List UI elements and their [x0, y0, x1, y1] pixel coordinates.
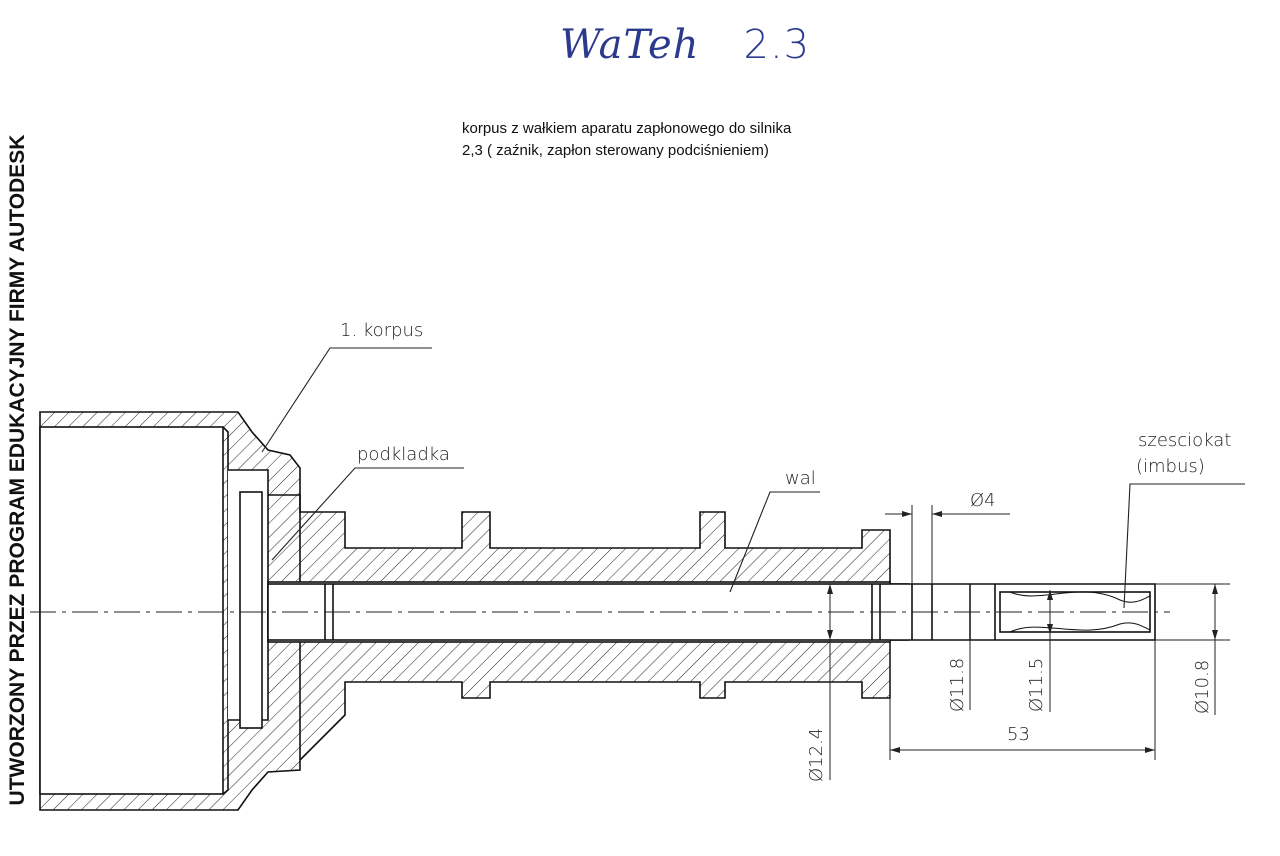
dim-d11-8: Ø11.8 — [947, 658, 968, 712]
description-line-2: 2,3 ( zaźnik, zapłon sterowany podciśnie… — [462, 142, 769, 159]
dim-d11-5: Ø11.5 — [1026, 658, 1047, 712]
housing-cavity — [39, 426, 224, 795]
label-podkladka: podkladka — [357, 444, 450, 465]
handwritten-word: WaTeh — [560, 22, 700, 68]
label-korpus: 1. korpus — [340, 320, 423, 341]
dim-d12-4: Ø12.4 — [806, 728, 827, 782]
washer — [239, 491, 263, 729]
leader-wal — [729, 491, 820, 593]
label-imbus: (imbus) — [1136, 456, 1205, 477]
leader-szesciokat — [1123, 483, 1245, 609]
leader-korpus — [261, 347, 432, 453]
leader-podkladka — [271, 467, 464, 561]
handwritten-number: 2.3 — [743, 22, 811, 68]
drawing-description: korpus z wałkiem aparatu zapłonowego do … — [462, 118, 791, 162]
dim-53: 53 — [1007, 724, 1030, 745]
label-wal: wal — [785, 468, 816, 489]
description-line-1: korpus z wałkiem aparatu zapłonowego do … — [462, 120, 792, 137]
dim-d4: Ø4 — [970, 490, 996, 511]
handwritten-title: WaTeh 2.3 — [560, 22, 810, 68]
label-szesciokat: szesciokat — [1138, 430, 1231, 451]
dim-d10-8: Ø10.8 — [1192, 660, 1213, 714]
